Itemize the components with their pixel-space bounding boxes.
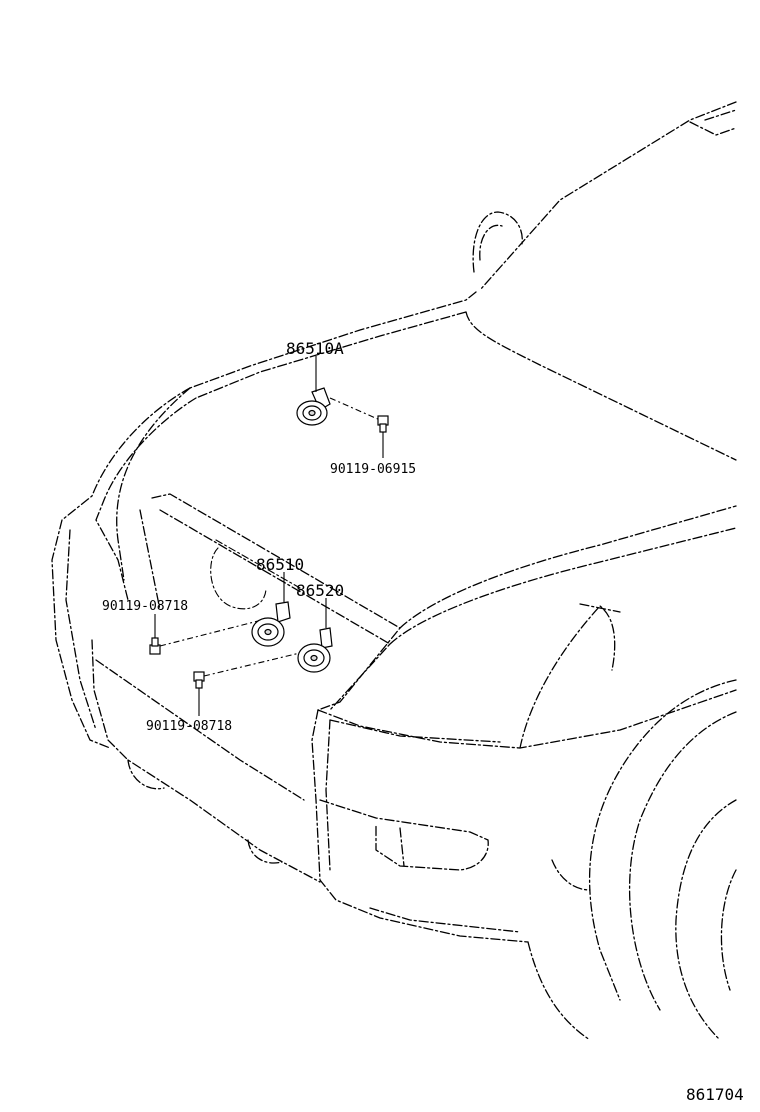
label-bolt-left-top: 90119-08718 bbox=[102, 599, 188, 614]
label-bolt-left-bottom: 90119-08718 bbox=[146, 719, 232, 734]
horn-high[interactable] bbox=[251, 572, 291, 647]
label-horn-upper: 86510A bbox=[286, 339, 344, 358]
label-horn-low: 86520 bbox=[296, 581, 344, 600]
alignment-lines bbox=[159, 397, 381, 677]
horn-upper[interactable] bbox=[296, 356, 331, 426]
bolt-left-top[interactable] bbox=[149, 614, 161, 655]
bolt-upper[interactable] bbox=[377, 415, 389, 458]
bolt-left-bottom[interactable] bbox=[193, 671, 205, 716]
label-bolt-upper: 90119-06915 bbox=[330, 462, 416, 477]
horn-low[interactable] bbox=[297, 598, 333, 673]
figure-id: 861704 bbox=[686, 1085, 744, 1104]
label-horn-high: 86510 bbox=[256, 555, 304, 574]
vehicle-outline bbox=[51, 101, 737, 1041]
